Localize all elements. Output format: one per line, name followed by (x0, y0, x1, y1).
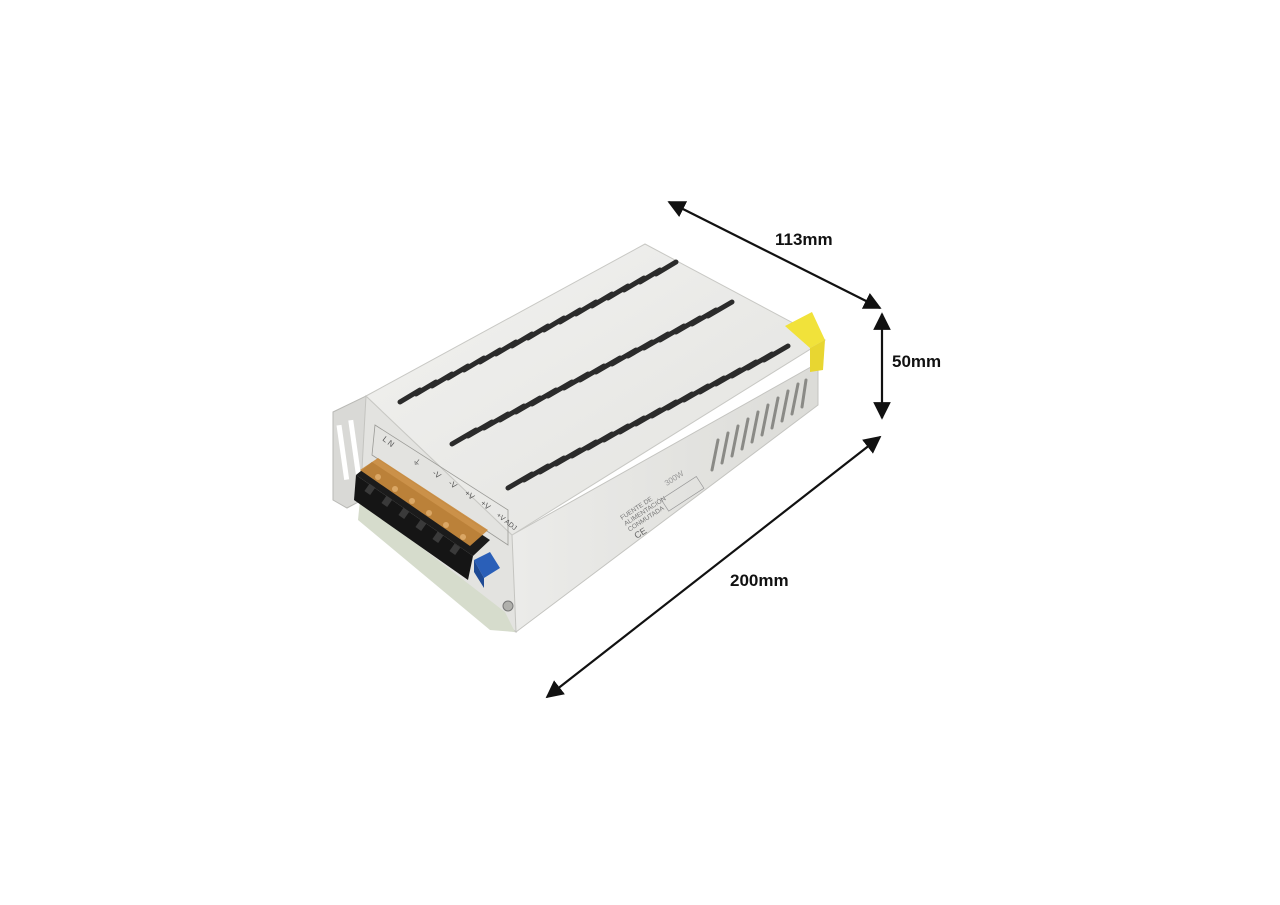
dimension-arrows (545, 201, 891, 699)
warranty-sticker (785, 312, 825, 372)
length-arrow (545, 435, 882, 699)
terminal-block (354, 458, 490, 580)
depth-arrow (667, 201, 882, 309)
length-label: 200mm (730, 571, 789, 590)
depth-label: 113mm (775, 230, 833, 249)
svg-text:⏚: ⏚ (411, 456, 423, 468)
voltage-adjust-pot (474, 552, 500, 588)
mount-screw (502, 600, 514, 612)
height-label: 50mm (892, 352, 942, 371)
